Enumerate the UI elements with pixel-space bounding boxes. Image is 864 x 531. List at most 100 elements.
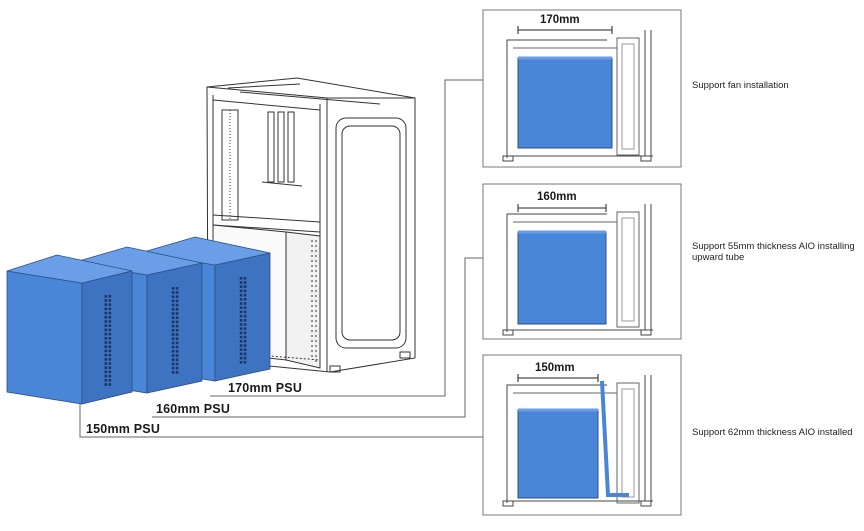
psu-vent-hole (104, 303, 108, 306)
psu-vent-hole (175, 358, 179, 361)
fan-blade-outline (621, 43, 635, 150)
psu-vent-hole (171, 308, 175, 311)
psu-vent-hole (108, 374, 112, 378)
case-foot-right (640, 500, 652, 507)
psu-vent-hole (171, 295, 175, 298)
psu-boxes (6, 236, 271, 405)
psu-vent-hole (243, 314, 247, 318)
psu-vent-hole (239, 289, 243, 293)
psu-vent-hole (243, 319, 247, 322)
psu-vent-hole (171, 362, 175, 366)
psu-vent-hole (175, 341, 179, 345)
psu-vent-hole (243, 352, 247, 356)
psu-vent-hole (175, 366, 179, 370)
psu-vent-hole (108, 345, 112, 348)
psu-vent-hole (108, 295, 112, 298)
psu-vent-hole (108, 299, 112, 302)
psu-vent-hole (108, 358, 112, 361)
psu-vent-hole (104, 328, 108, 332)
psu-side-face (146, 262, 203, 394)
psu-vent-hole (171, 324, 175, 328)
psu-vent-hole (239, 323, 243, 326)
connector-160 (152, 257, 483, 418)
psu-vent-hole (171, 333, 175, 336)
psu-vent-hole (243, 356, 247, 360)
psu-vent-hole (104, 316, 108, 319)
psu-vent-hole (175, 287, 179, 290)
aio-tube (600, 380, 629, 497)
psu-vent-hole (104, 341, 108, 344)
psu-vent-hole (171, 316, 175, 319)
panel-description-160-line-2: upward tube (692, 252, 745, 263)
psu-vent-hole (171, 329, 175, 332)
panel-dimension-160: 160mm (537, 191, 577, 203)
psu-label-170: 170mm PSU (228, 381, 303, 395)
connector-170 (210, 79, 483, 397)
psu-vent-hole (243, 310, 247, 314)
panel-dimension-150: 150mm (535, 362, 575, 374)
panel-description-160-line-1: Support 55mm thickness AIO installing (692, 241, 855, 252)
psu-vent-hole (239, 335, 243, 339)
psu-vent-hole (108, 316, 112, 319)
psu-vent-hole (175, 329, 179, 332)
psu-side-face (214, 252, 271, 382)
psu-vent-hole (175, 324, 179, 328)
psu-vent-hole (239, 306, 243, 309)
psu-vent-hole (108, 341, 112, 344)
psu-vent-hole (108, 332, 112, 336)
psu-vent-hole (171, 341, 175, 345)
psu-vent-hole (239, 285, 243, 288)
psu-vent-hole (243, 348, 247, 351)
psu-vent-hole (104, 383, 108, 386)
psu-vent-hole (104, 320, 108, 323)
case-frame (506, 213, 607, 332)
psu-vent-hole (104, 332, 108, 336)
psu-vent-hole (239, 314, 243, 318)
psu-vent-hole (104, 358, 108, 361)
psu-vent-hole (243, 298, 247, 301)
psu-label-150: 150mm PSU (86, 422, 161, 436)
psu-vent-hole (171, 320, 175, 324)
psu-vent-hole (175, 312, 179, 315)
psu-vent-hole (239, 293, 243, 297)
panel-dimension-170: 170mm (540, 14, 580, 26)
psu-vent-hole (175, 345, 179, 349)
psu-vent-hole (239, 340, 243, 343)
psu-vent-hole (104, 337, 108, 340)
psu-vent-hole (175, 295, 179, 298)
case-foot-right (640, 155, 652, 162)
psu-vent-hole (175, 354, 179, 357)
fan-outline (616, 382, 640, 504)
psu-vent-hole (243, 361, 247, 364)
psu-vent-hole (171, 366, 175, 370)
psu-vent-hole (108, 328, 112, 332)
psu-vent-hole (171, 287, 175, 290)
case-foot-left (502, 500, 514, 507)
connector-lines (79, 79, 483, 438)
psu-vent-hole (243, 331, 247, 335)
psu-vent-hole (171, 371, 175, 374)
psu-vent-hole (175, 362, 179, 366)
psu-vent-hole (104, 362, 108, 365)
psu-vent-hole (171, 303, 175, 307)
connector-150 (79, 397, 483, 438)
psu-vent-hole (175, 299, 179, 303)
psu-vent-hole (108, 307, 112, 311)
psu-top-face (6, 254, 133, 284)
psu-front-face (6, 270, 83, 405)
psu-vent-hole (171, 312, 175, 315)
psu-vent-hole (243, 289, 247, 293)
psu-vent-hole (108, 320, 112, 323)
psu-vent-hole (104, 353, 108, 357)
psu-vent-hole (104, 374, 108, 378)
psu-vent-hole (108, 379, 112, 382)
psu-vent-hole (104, 379, 108, 382)
psu-vent-hole (239, 331, 243, 335)
psu-vent-hole (104, 324, 108, 327)
psu-vent-hole (239, 361, 243, 364)
panel-description-150: Support 62mm thickness AIO installed (692, 427, 853, 438)
panel-description-160: Support 55mm thickness AIO installing up… (692, 241, 855, 263)
psu-vent-hole (175, 333, 179, 336)
